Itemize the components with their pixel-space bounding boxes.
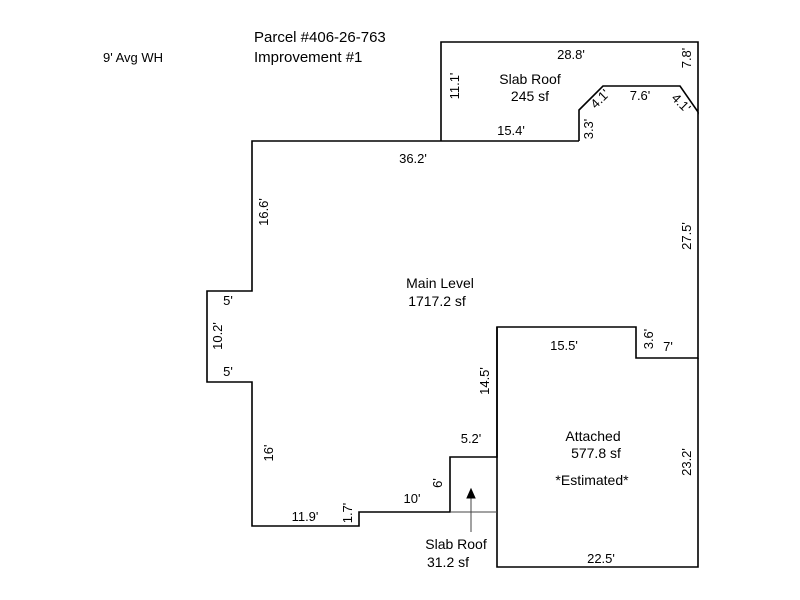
main-level-outline bbox=[206, 112, 699, 527]
dim-11-1: 11.1' bbox=[447, 73, 462, 100]
dim-23-2: 23.2' bbox=[679, 448, 694, 476]
dim-15-4: 15.4' bbox=[497, 123, 525, 138]
dim-15-5: 15.5' bbox=[550, 338, 578, 353]
slab-roof-bottom-area: 31.2 sf bbox=[427, 554, 469, 570]
dim-10-2: 10.2' bbox=[210, 322, 225, 350]
dim-5-2: 5.2' bbox=[461, 431, 482, 446]
attached-name: Attached bbox=[565, 428, 620, 444]
slab-roof-arrow-head bbox=[466, 487, 476, 499]
dim-14-5: 14.5' bbox=[477, 367, 492, 395]
dim-22-5: 22.5' bbox=[587, 551, 615, 566]
dim-16: 16' bbox=[261, 445, 276, 462]
dim-27-5: 27.5' bbox=[679, 222, 694, 250]
attached-area: 577.8 sf bbox=[571, 445, 621, 461]
slab-roof-bottom-name: Slab Roof bbox=[425, 536, 487, 552]
slab-roof-top-name: Slab Roof bbox=[499, 71, 561, 87]
main-level-area: 1717.2 sf bbox=[408, 293, 466, 309]
dim-7-8: 7.8' bbox=[679, 48, 694, 69]
improvement-label: Improvement #1 bbox=[254, 49, 362, 66]
dim-4-1-left: 4.1' bbox=[587, 86, 612, 111]
attached-outline bbox=[496, 327, 699, 568]
dim-6: 6' bbox=[430, 478, 445, 488]
dim-36-2: 36.2' bbox=[399, 151, 427, 166]
slab-roof-top-area: 245 sf bbox=[511, 88, 549, 104]
dim-7-6: 7.6' bbox=[630, 88, 651, 103]
wall-height-label: 9' Avg WH bbox=[103, 50, 163, 65]
main-level-name: Main Level bbox=[406, 275, 474, 291]
dim-10: 10' bbox=[404, 491, 421, 506]
dim-11-9: 11.9' bbox=[292, 509, 319, 524]
attached-note: *Estimated* bbox=[555, 472, 629, 488]
dim-1-7: 1.7' bbox=[340, 503, 355, 524]
dim-28-8: 28.8' bbox=[557, 47, 585, 62]
dim-3-6: 3.6' bbox=[641, 329, 656, 350]
dim-5-bottom: 5' bbox=[223, 364, 233, 379]
parcel-label: Parcel #406-26-763 bbox=[254, 29, 386, 46]
dim-7: 7' bbox=[663, 339, 673, 354]
slab-roof-top-outline bbox=[440, 41, 699, 141]
dim-5-top: 5' bbox=[223, 293, 233, 308]
dim-4-1-right: 4.1' bbox=[669, 90, 694, 115]
dim-16-6: 16.6' bbox=[256, 198, 271, 226]
dim-3-3: 3.3' bbox=[581, 119, 596, 140]
